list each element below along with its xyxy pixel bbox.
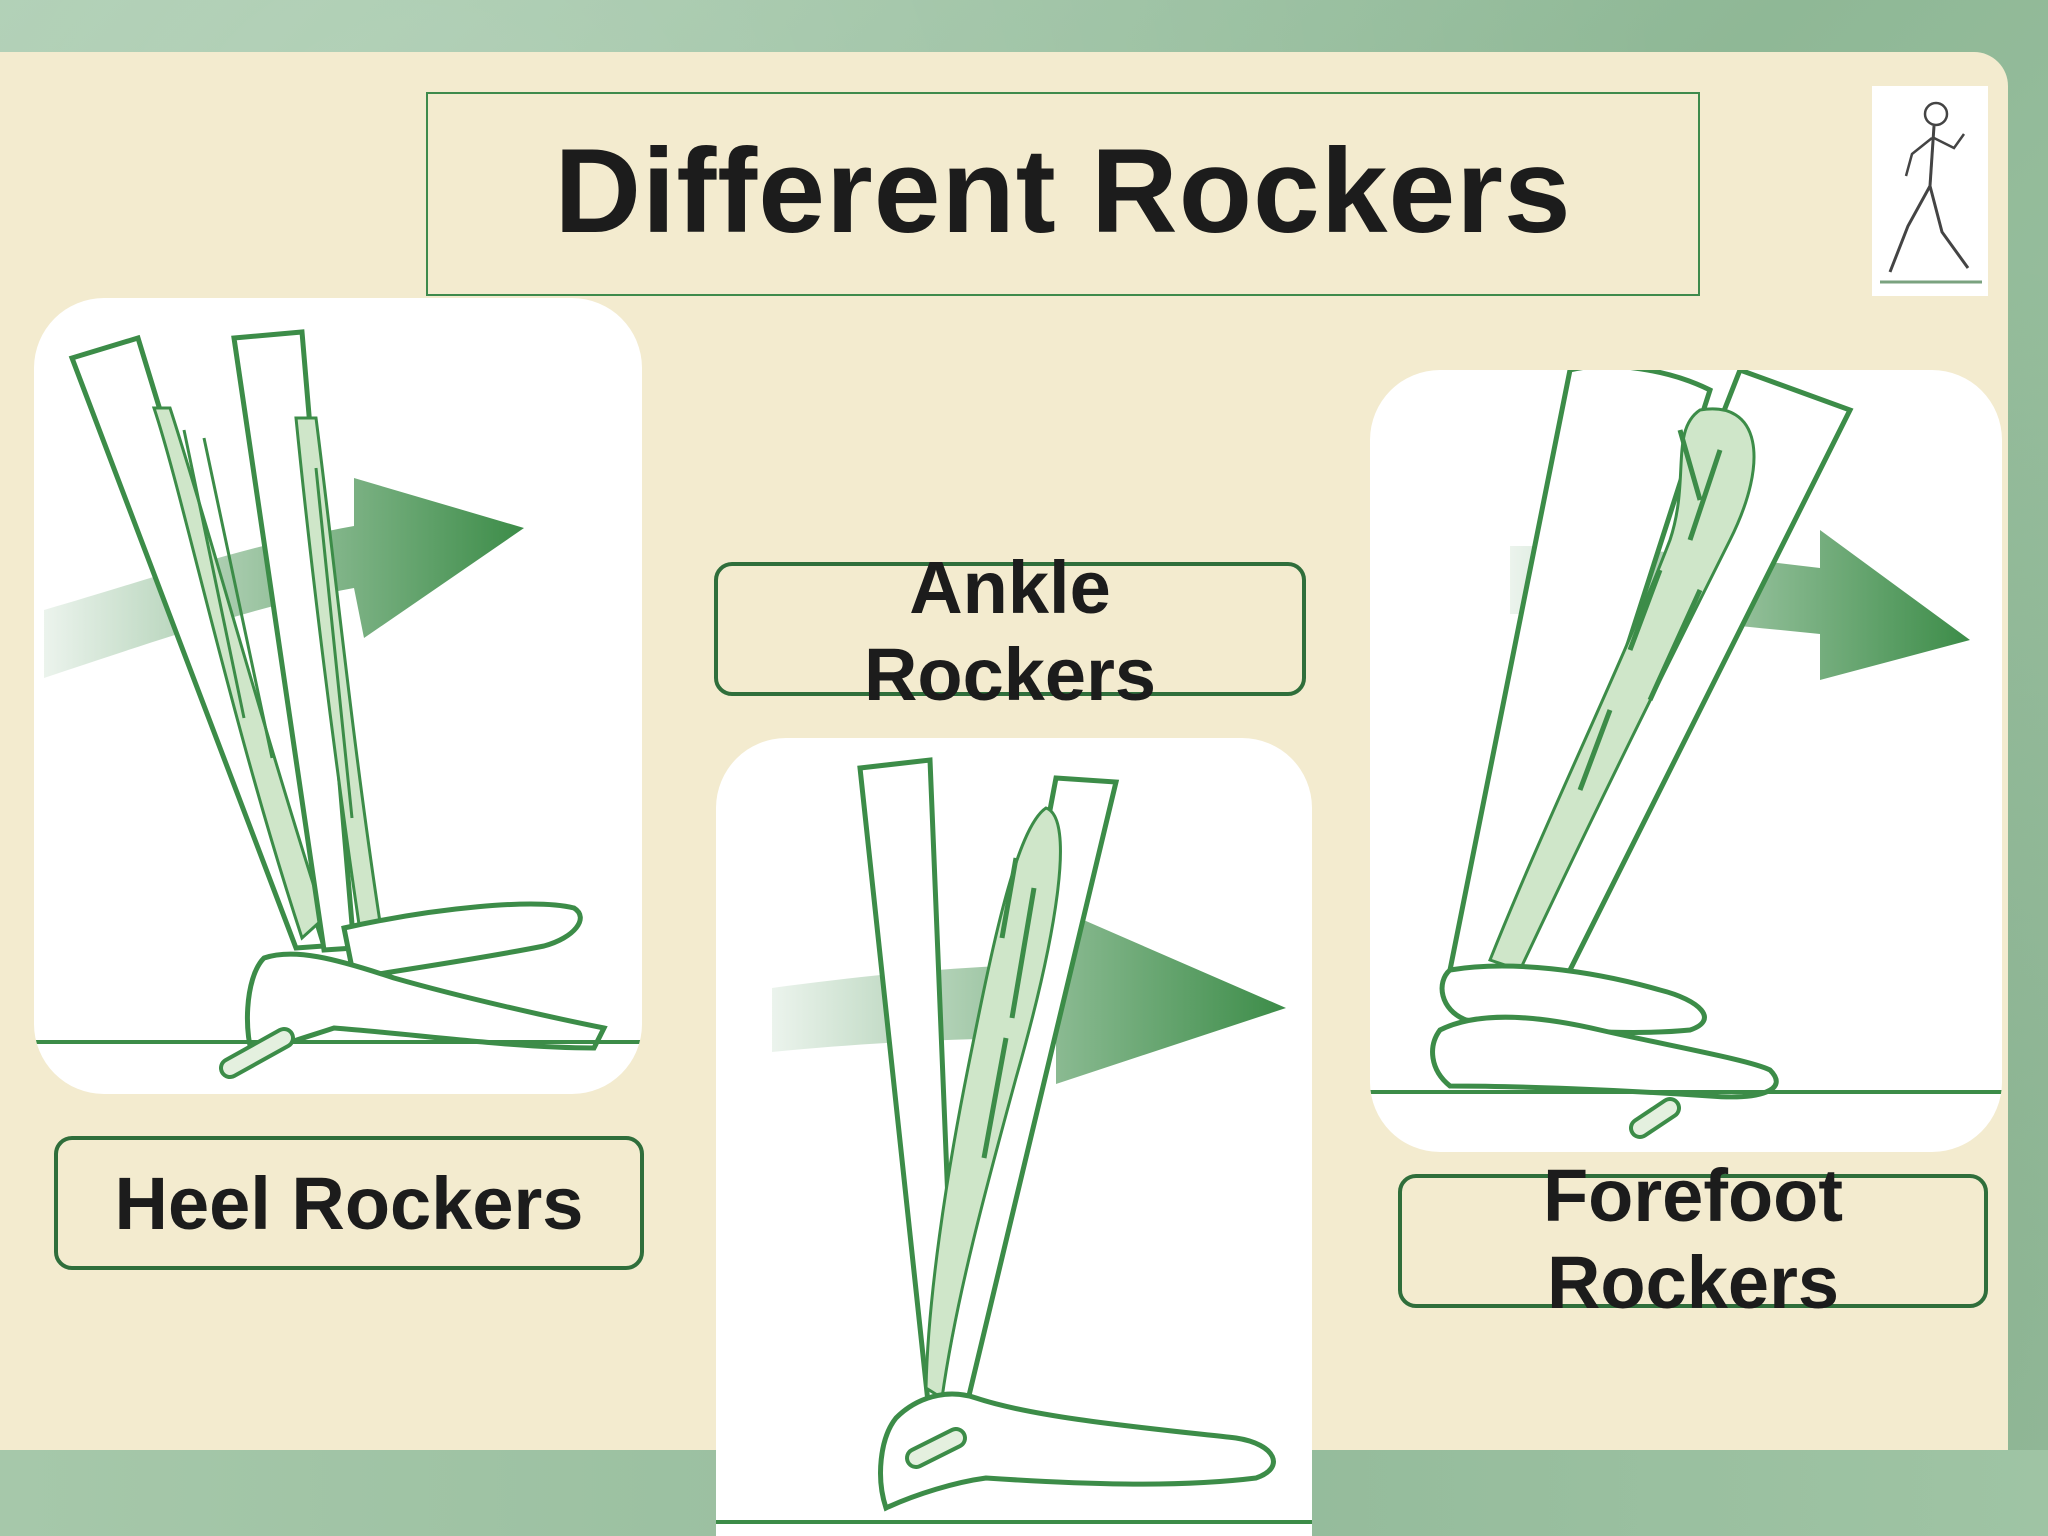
ankle-rockers-label: Ankle Rockers — [714, 544, 1306, 719]
forefoot-rocker-panel — [1370, 370, 2002, 1152]
forefoot-rockers-label: Forefoot Rockers — [1398, 1152, 1988, 1327]
slide-title: Different Rockers — [554, 124, 1572, 258]
ankle-label-line1: Ankle — [909, 546, 1111, 629]
heel-rocker-leg-illustration — [34, 329, 642, 1079]
heel-rocker-panel — [34, 298, 642, 1094]
forefoot-label-line2: Rockers — [1546, 1241, 1840, 1325]
ankle-rocker-leg-illustration — [716, 757, 1312, 1524]
heel-rockers-label-box — [54, 1136, 644, 1270]
forefoot-rockers-label-box — [1398, 1174, 1988, 1308]
heel-rockers-label: Heel Rockers — [114, 1162, 584, 1245]
title-box: Different Rockers — [426, 92, 1700, 296]
forefoot-label-line1: Forefoot — [1542, 1154, 1844, 1237]
ankle-rockers-label-box — [714, 562, 1306, 696]
forefoot-rocker-leg-illustration — [1370, 370, 2002, 1139]
ankle-rocker-panel — [716, 738, 1312, 1536]
ankle-label-line2: Rockers — [863, 633, 1157, 717]
walking-figure-logo — [1872, 86, 1988, 296]
walking-stick-figure-icon — [1880, 101, 1982, 284]
